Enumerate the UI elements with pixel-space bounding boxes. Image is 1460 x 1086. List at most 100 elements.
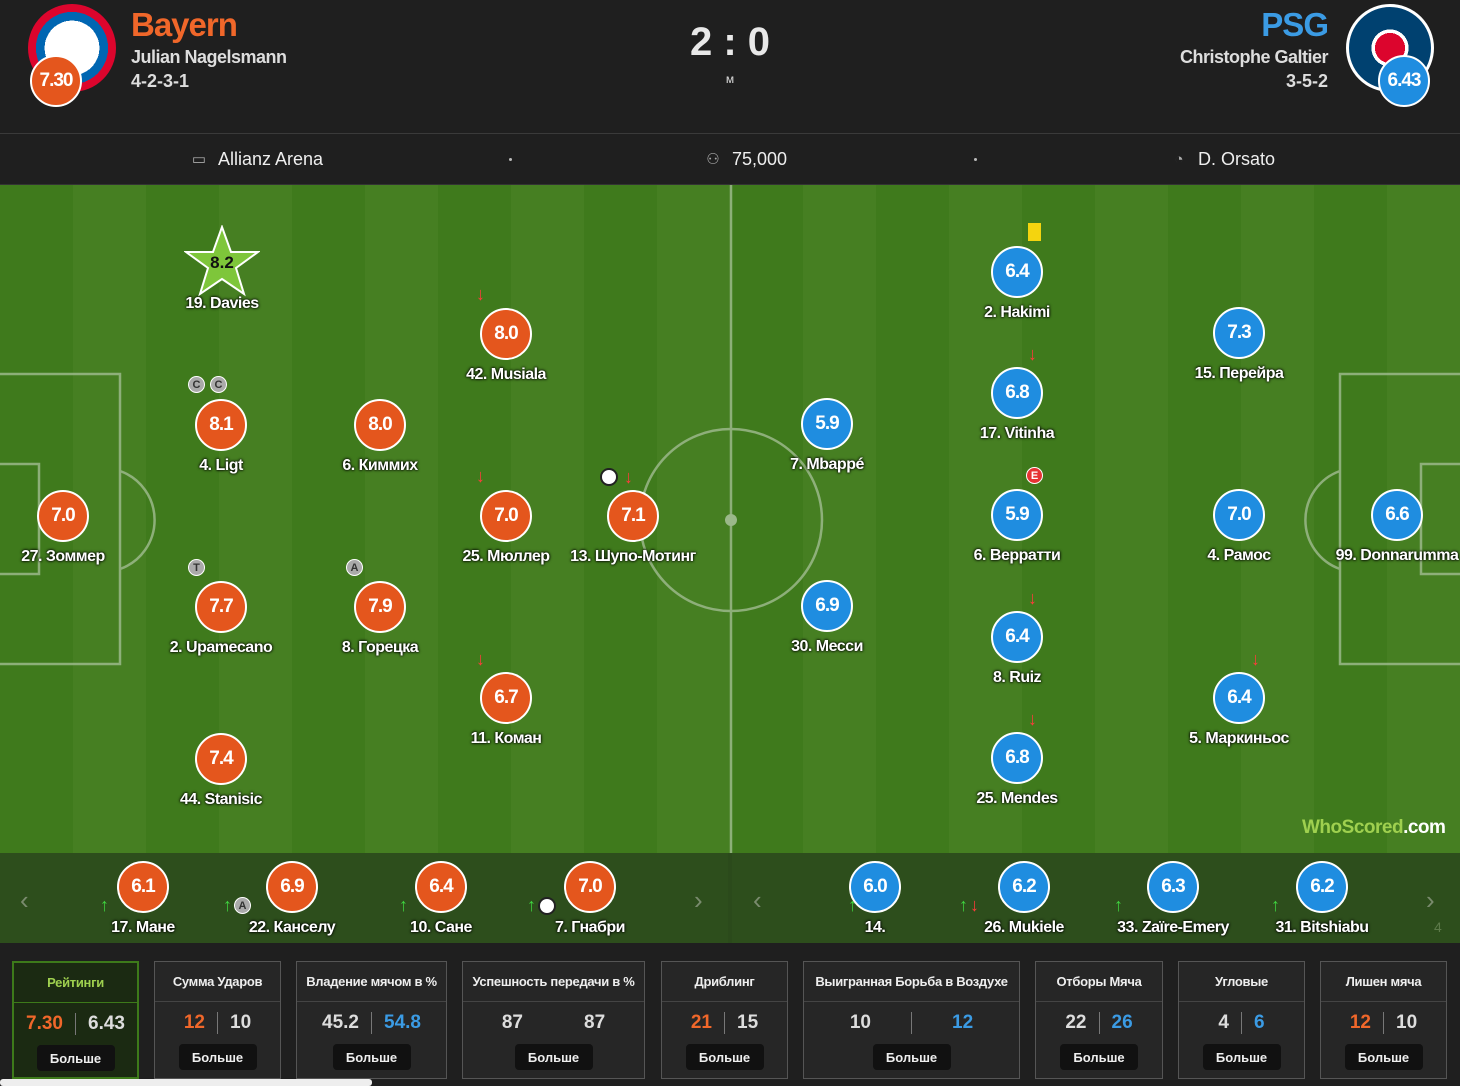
player-rating: 6.1 xyxy=(117,861,169,913)
subbed-off-arrow-icon: ↓ xyxy=(1028,588,1037,608)
player-home-ligt[interactable]: 8.1 4. Ligt xyxy=(141,399,301,475)
goal-ball-icon xyxy=(600,468,618,486)
player-rating: 7.4 xyxy=(195,733,247,785)
sub-away-bitshiabu[interactable]: 6.2 31. Bitshiabu xyxy=(1242,861,1402,937)
home-subs-next-button[interactable]: › xyxy=(694,885,703,915)
player-name: 10. Сане xyxy=(410,919,472,936)
player-away-mbappe[interactable]: 5.9 7. Mbappé xyxy=(747,398,907,474)
attendance-value: 75,000 xyxy=(732,149,788,169)
yellow-card-icon xyxy=(1028,223,1041,241)
sub-home-mane[interactable]: 6.1 17. Мане xyxy=(63,861,223,937)
stat-home-value: 10 xyxy=(849,1012,871,1033)
more-button[interactable]: Больше xyxy=(1344,1044,1423,1070)
player-home-sommer[interactable]: 7.0 27. Зоммер xyxy=(0,490,143,566)
player-away-mendes[interactable]: 6.8 25. Mendes xyxy=(937,732,1097,808)
stat-title: Успешность передачи в % xyxy=(463,962,644,1002)
people-icon: ⚇ xyxy=(706,150,720,168)
player-name: 13. Шупо-Мотинг xyxy=(570,548,696,565)
player-away-ruiz[interactable]: 6.4 8. Ruiz xyxy=(937,611,1097,687)
home-team-name[interactable]: Bayern xyxy=(131,6,238,43)
substitutes-bar: ‹ › ‹ › 6.1 17. Мане ↑ 6.9 22. Канселу ↑… xyxy=(0,853,1460,943)
more-button[interactable]: Больше xyxy=(1202,1044,1281,1070)
player-rating: 6.6 xyxy=(1371,489,1423,541)
player-home-davies[interactable]: 8.2 19. Davies xyxy=(142,225,302,313)
away-subs-next-button[interactable]: › xyxy=(1426,885,1435,915)
home-subs-prev-button[interactable]: ‹ xyxy=(20,885,29,915)
stadium-name: Allianz Arena xyxy=(218,149,324,169)
player-name: 4. Ligt xyxy=(199,457,243,474)
sub-home-gnabry[interactable]: 7.0 7. Гнабри xyxy=(510,861,670,937)
more-button[interactable]: Больше xyxy=(332,1044,411,1070)
subbed-off-arrow-icon: ↓ xyxy=(1251,649,1260,669)
player-home-upamecano[interactable]: 7.7 2. Upamecano xyxy=(141,581,301,657)
player-name: 2. Upamecano xyxy=(169,639,273,656)
stat-away-value: 6.43 xyxy=(88,1013,125,1034)
more-button[interactable]: Больше xyxy=(36,1045,115,1071)
sub-icons: ↑ xyxy=(399,895,408,916)
more-button[interactable]: Больше xyxy=(514,1044,593,1070)
player-rating: 6.8 xyxy=(991,732,1043,784)
player-away-donnarumma[interactable]: 6.6 99. Donnarumma xyxy=(1317,489,1460,565)
sub-away-14[interactable]: 6.0 14. xyxy=(795,861,955,937)
player-rating: 7.0 xyxy=(37,490,89,542)
stat-away-value: 15 xyxy=(737,1012,759,1033)
player-away-ramos[interactable]: 7.0 4. Рамос xyxy=(1159,489,1319,565)
player-away-verratti[interactable]: 5.9 6. Верратти xyxy=(937,489,1097,565)
home-formation: 4-2-3-1 xyxy=(131,71,190,91)
away-formation: 3-5-2 xyxy=(1285,71,1328,91)
player-away-hakimi[interactable]: 6.4 2. Hakimi xyxy=(937,246,1097,322)
more-button[interactable]: Больше xyxy=(1060,1044,1138,1070)
player-home-coman[interactable]: 6.7 11. Коман xyxy=(426,672,586,748)
player-rating: 6.3 xyxy=(1147,861,1199,913)
player-home-kimmich[interactable]: 8.0 6. Киммих xyxy=(300,399,460,475)
horizontal-scrollbar[interactable] xyxy=(0,1079,372,1086)
sub-away-mukiele[interactable]: 6.2 26. Mukiele xyxy=(944,861,1104,937)
player-away-messi[interactable]: 6.9 30. Месси xyxy=(747,580,907,656)
player-rating: 8.1 xyxy=(195,399,247,451)
more-button[interactable]: Больше xyxy=(178,1044,257,1070)
player-home-musiala[interactable]: 8.0 42. Musiala xyxy=(426,308,586,384)
player-rating: 5.9 xyxy=(801,398,853,450)
sub-icons: ↑ xyxy=(100,895,109,916)
sub-home-cancelo[interactable]: 6.9 22. Канселу xyxy=(212,861,372,937)
player-rating: 7.0 xyxy=(1213,489,1265,541)
player-rating: 6.0 xyxy=(849,861,901,913)
player-away-pereira[interactable]: 7.3 15. Перейра xyxy=(1159,307,1319,383)
more-button[interactable]: Больше xyxy=(872,1044,951,1070)
more-button[interactable]: Больше xyxy=(685,1044,764,1070)
watermark-domain: .com xyxy=(1403,817,1446,838)
subbed-off-arrow-icon: ↓ xyxy=(476,284,485,304)
away-team-rating: 6.43 xyxy=(1378,55,1430,107)
stat-away-value: 87 xyxy=(584,1012,606,1033)
player-away-vitinha[interactable]: 6.8 17. Vitinha xyxy=(937,367,1097,443)
sub-home-sane[interactable]: 6.4 10. Сане xyxy=(361,861,521,937)
captain-icon: C xyxy=(210,376,227,393)
subbed-on-arrow-icon: ↑ xyxy=(399,895,408,915)
player-home-choupo-moting[interactable]: 7.1 13. Шупо-Мотинг xyxy=(553,490,713,566)
player-home-goretzka[interactable]: 7.9 8. Горецка xyxy=(300,581,460,657)
player-name: 19. Davies xyxy=(185,295,259,312)
away-team-name[interactable]: PSG xyxy=(1261,6,1329,43)
player-away-marquinhos[interactable]: 6.4 5. Маркиньос xyxy=(1159,672,1319,748)
sub-away-zaire-emery[interactable]: 6.3 33. Zaïre-Emery xyxy=(1093,861,1253,937)
player-name: 99. Donnarumma xyxy=(1335,547,1459,564)
whoscored-logo: WhoScored.com xyxy=(1302,817,1446,839)
player-home-muller[interactable]: 7.0 25. Мюллер xyxy=(426,490,586,566)
subbed-on-arrow-icon: ↑ xyxy=(527,895,536,915)
player-rating: 6.4 xyxy=(991,611,1043,663)
away-subs-prev-button[interactable]: ‹ xyxy=(753,885,762,915)
player-name: 25. Мюллер xyxy=(462,548,550,565)
stat-home-value: 4 xyxy=(1218,1012,1229,1033)
player-home-stanisic[interactable]: 7.4 44. Stanisic xyxy=(141,733,301,809)
man-of-the-match-star-icon: 8.2 xyxy=(184,225,260,297)
